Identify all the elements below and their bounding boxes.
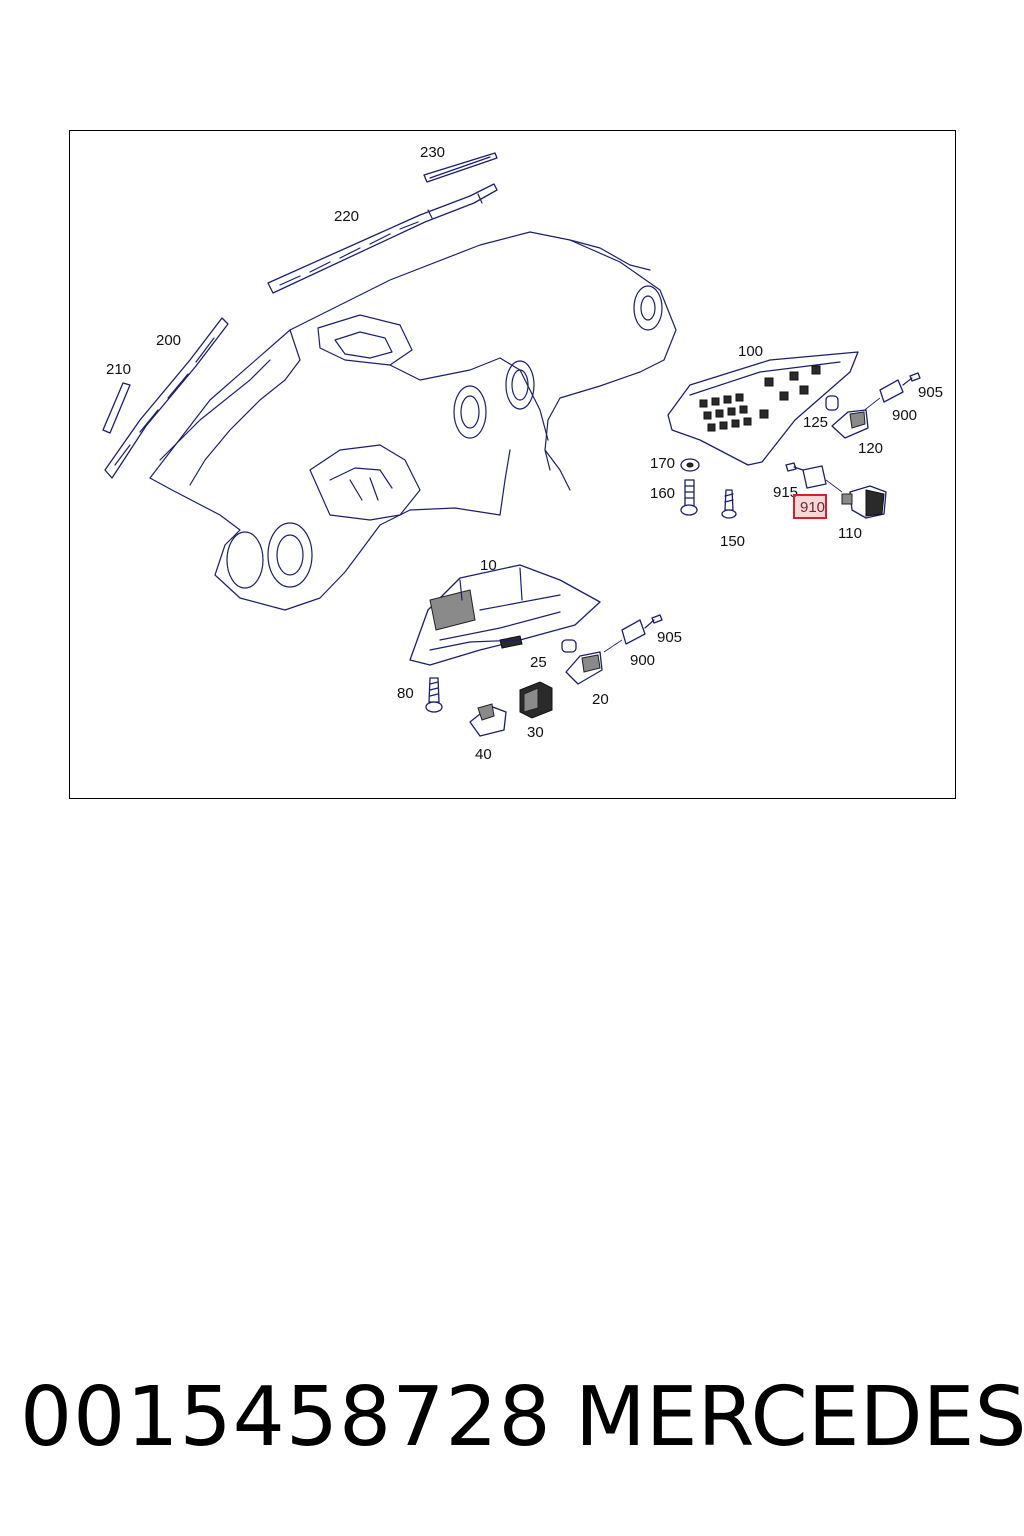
- callout-220[interactable]: 220: [334, 208, 360, 225]
- callout-100[interactable]: 100: [738, 343, 764, 360]
- part-10-glove-box[interactable]: [409, 564, 601, 666]
- callout-40[interactable]: 40: [475, 746, 492, 763]
- part-210-side-trim[interactable]: [102, 382, 131, 434]
- part-900-clip-left[interactable]: [603, 619, 646, 653]
- part-905-screw-left[interactable]: [644, 614, 663, 629]
- brand-name: MERCEDES: [575, 1370, 1024, 1465]
- callout-80[interactable]: 80: [397, 685, 414, 702]
- part-100-lower-panel[interactable]: [667, 351, 859, 466]
- callout-120[interactable]: 120: [858, 440, 884, 457]
- callout-900-left[interactable]: 900: [630, 652, 656, 669]
- callout-230[interactable]: 230: [420, 144, 446, 161]
- part-200-side-strip[interactable]: [104, 317, 229, 479]
- callout-905-right[interactable]: 905: [918, 384, 944, 401]
- highlighted-part-box: [793, 494, 827, 519]
- callout-915[interactable]: 915: [773, 484, 799, 501]
- callout-150[interactable]: 150: [720, 533, 746, 550]
- callout-160[interactable]: 160: [650, 485, 676, 502]
- callout-30[interactable]: 30: [527, 724, 544, 741]
- part-910-clip[interactable]: [802, 465, 843, 493]
- part-125-bulb[interactable]: [825, 395, 839, 411]
- part-150-screw[interactable]: [721, 489, 737, 519]
- part-230-trim-strip[interactable]: [423, 152, 498, 183]
- callout-200[interactable]: 200: [156, 332, 182, 349]
- diagram-frame: [69, 130, 956, 799]
- part-40-latch[interactable]: [469, 703, 507, 737]
- part-25-bulb[interactable]: [561, 639, 577, 653]
- callout-10[interactable]: 10: [480, 557, 497, 574]
- footer: 0015458728 MERCEDES: [0, 1370, 1024, 1470]
- callout-170[interactable]: 170: [650, 455, 676, 472]
- callout-25[interactable]: 25: [530, 654, 547, 671]
- part-220-vent-strip[interactable]: [267, 183, 498, 294]
- part-915-screw[interactable]: [785, 462, 804, 472]
- part-20-lamp[interactable]: [565, 651, 603, 685]
- part-110-switch[interactable]: [841, 485, 887, 519]
- callout-900-right[interactable]: 900: [892, 407, 918, 424]
- part-80-screw[interactable]: [425, 677, 443, 713]
- callout-110[interactable]: 110: [838, 525, 862, 542]
- part-905-screw-right[interactable]: [902, 372, 921, 386]
- callout-905-left[interactable]: 905: [657, 629, 683, 646]
- part-30-switch-block[interactable]: [519, 681, 553, 719]
- dashboard-main-body[interactable]: [149, 231, 677, 611]
- callout-910[interactable]: 910: [800, 499, 826, 516]
- part-170-washer[interactable]: [680, 458, 700, 472]
- part-number: 0015458728: [20, 1370, 552, 1465]
- callout-20[interactable]: 20: [592, 691, 609, 708]
- callout-210[interactable]: 210: [106, 361, 132, 378]
- callout-125[interactable]: 125: [803, 414, 829, 431]
- part-160-bolt[interactable]: [680, 479, 698, 516]
- part-120-lamp-housing[interactable]: [831, 409, 869, 439]
